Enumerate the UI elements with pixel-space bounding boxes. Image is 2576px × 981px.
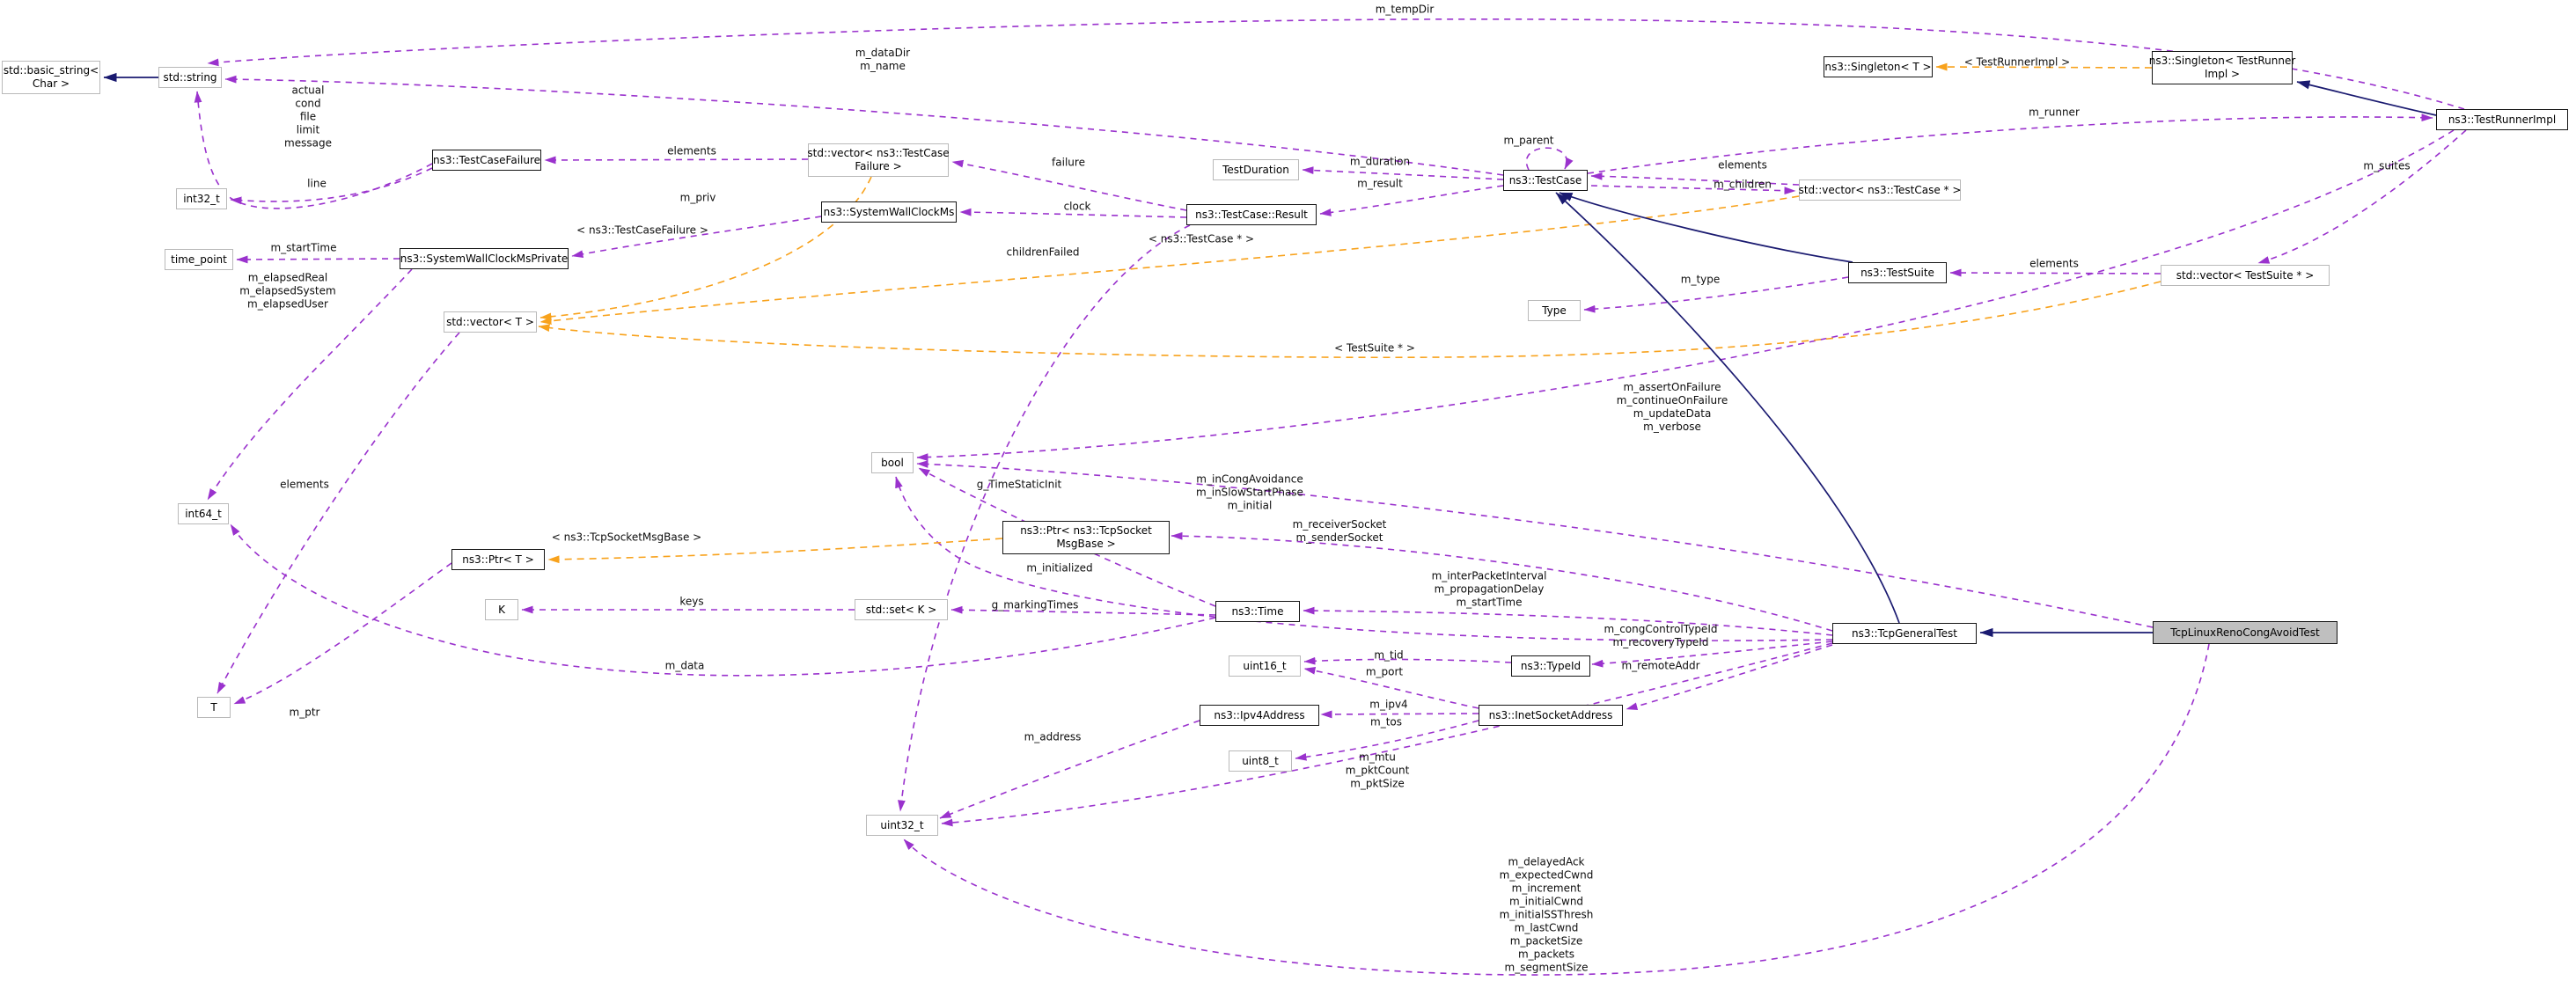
node-inetsocketaddress[interactable]: ns3::InetSocketAddress <box>1479 705 1623 726</box>
node-uint8-t[interactable]: uint8_t <box>1229 750 1292 772</box>
node-testrunnerimpl[interactable]: ns3::TestRunnerImpl <box>2436 109 2568 130</box>
node-basic-string[interactable]: std::basic_string< Char > <box>2 61 100 94</box>
edge-result-failure <box>951 159 1187 211</box>
edge-typeid-tid <box>1303 656 1512 665</box>
edge-tgt-uints <box>941 642 1833 827</box>
node-testcasefailure[interactable]: ns3::TestCaseFailure <box>432 150 541 171</box>
edge-vtcf-elements <box>544 156 809 165</box>
edge-tc-children <box>1590 185 1796 195</box>
node-ptr-tcpsocketmsgbase[interactable]: ns3::Ptr< ns3::TcpSocket MsgBase > <box>1002 521 1170 554</box>
node-tcpgeneraltest[interactable]: ns3::TcpGeneralTest <box>1832 623 1977 644</box>
edge-tc-duration <box>1302 166 1504 180</box>
edge-swcms-priv <box>571 216 822 259</box>
edge-time-data <box>230 523 1216 677</box>
edge-tlr-uints <box>903 643 2210 976</box>
node-singleton-t[interactable]: ns3::Singleton< T > <box>1824 56 1933 77</box>
edge-tri-suites <box>2257 129 2467 264</box>
edge-tgt-times <box>1303 606 1833 636</box>
node-testduration[interactable]: TestDuration <box>1213 159 1299 180</box>
edge-ts-inherit <box>1559 192 1853 263</box>
node-typeid[interactable]: ns3::TypeId <box>1511 655 1590 677</box>
edge-priv-starttime <box>236 255 400 264</box>
node-singleton-testrunnerimpl[interactable]: ns3::Singleton< TestRunner Impl > <box>2149 51 2295 84</box>
node-ipv4address[interactable]: ns3::Ipv4Address <box>1200 705 1319 726</box>
edge-tc-runner <box>1587 113 2433 174</box>
node-systemwallclockms[interactable]: ns3::SystemWallClockMs <box>821 201 957 223</box>
node-time-point[interactable]: time_point <box>165 249 233 270</box>
edge-tri-bools <box>916 129 2455 461</box>
edge-tgt-sockets <box>1171 531 1833 632</box>
edge-tgt-initialized <box>895 476 1833 641</box>
edge-tri-tempdir <box>207 18 2465 110</box>
node-uint32-t[interactable]: uint32_t <box>866 815 938 836</box>
edge-vts-template <box>538 281 2161 359</box>
edge-vtc-template <box>539 195 1800 326</box>
edge-tc-parent <box>1525 147 1574 171</box>
edge-failure-strings <box>194 91 433 209</box>
node-bool[interactable]: bool <box>871 452 914 473</box>
node-set-k[interactable]: std::set< K > <box>855 599 948 620</box>
edge-failure-line <box>230 167 433 205</box>
node-time[interactable]: ns3::Time <box>1215 601 1300 622</box>
node-k[interactable]: K <box>485 599 518 620</box>
node-tcplinuxrenocongavoidtest[interactable]: TcpLinuxRenoCongAvoidTest <box>2153 621 2337 644</box>
node-uint16-t[interactable]: uint16_t <box>1229 655 1301 677</box>
node-std-string[interactable]: std::string <box>158 67 222 88</box>
edge-time-marking <box>950 605 1216 616</box>
edge-vts-elements <box>1949 268 2161 277</box>
edge-vtc-elements <box>1590 172 1800 186</box>
edge-tc-result <box>1319 185 1504 216</box>
edge-tc-strings <box>224 75 1504 176</box>
edge-result-children <box>898 224 1191 812</box>
node-testsuite[interactable]: ns3::TestSuite <box>1848 262 1947 283</box>
edge-inet-tos <box>1295 720 1479 761</box>
edge-ts-type <box>1583 276 1849 313</box>
node-int64-t[interactable]: int64_t <box>178 503 229 524</box>
edge-tgt-typeids <box>1591 641 1833 668</box>
node-vector-testcasefailure[interactable]: std::vector< ns3::TestCase Failure > <box>807 143 950 177</box>
edge-tgt-remote <box>1626 644 1833 710</box>
node-vector-testcase-ptr[interactable]: std::vector< ns3::TestCase * > <box>1799 179 1961 201</box>
node-type[interactable]: Type <box>1528 300 1581 321</box>
edge-tri-inherit <box>2296 80 2437 116</box>
edge-tgt-inherit <box>1555 192 1900 624</box>
node-t[interactable]: T <box>197 697 231 718</box>
node-vector-testsuite-ptr[interactable]: std::vector< TestSuite * > <box>2161 265 2330 286</box>
edge-ipv4-address <box>939 720 1200 819</box>
node-testcase-result[interactable]: ns3::TestCase::Result <box>1186 204 1317 225</box>
edge-tlr-bools <box>916 460 2154 628</box>
edge-priv-elapsed <box>207 268 413 501</box>
edge-result-clock <box>959 208 1187 218</box>
edge-sing-template <box>1935 62 2153 71</box>
edge-vtcf-template <box>539 176 872 321</box>
node-vector-t[interactable]: std::vector< T > <box>444 311 537 333</box>
edge-inet-port <box>1303 667 1479 709</box>
node-ptr-t[interactable]: ns3::Ptr< T > <box>451 549 545 570</box>
node-int32-t[interactable]: int32_t <box>176 188 227 209</box>
node-systemwallclockmsprivate[interactable]: ns3::SystemWallClockMsPrivate <box>400 248 569 269</box>
edge-vt-elements <box>217 332 460 694</box>
edge-ptr-mptr <box>233 562 452 705</box>
edge-ptr-template <box>547 538 1003 564</box>
node-testcase[interactable]: ns3::TestCase <box>1503 170 1588 191</box>
